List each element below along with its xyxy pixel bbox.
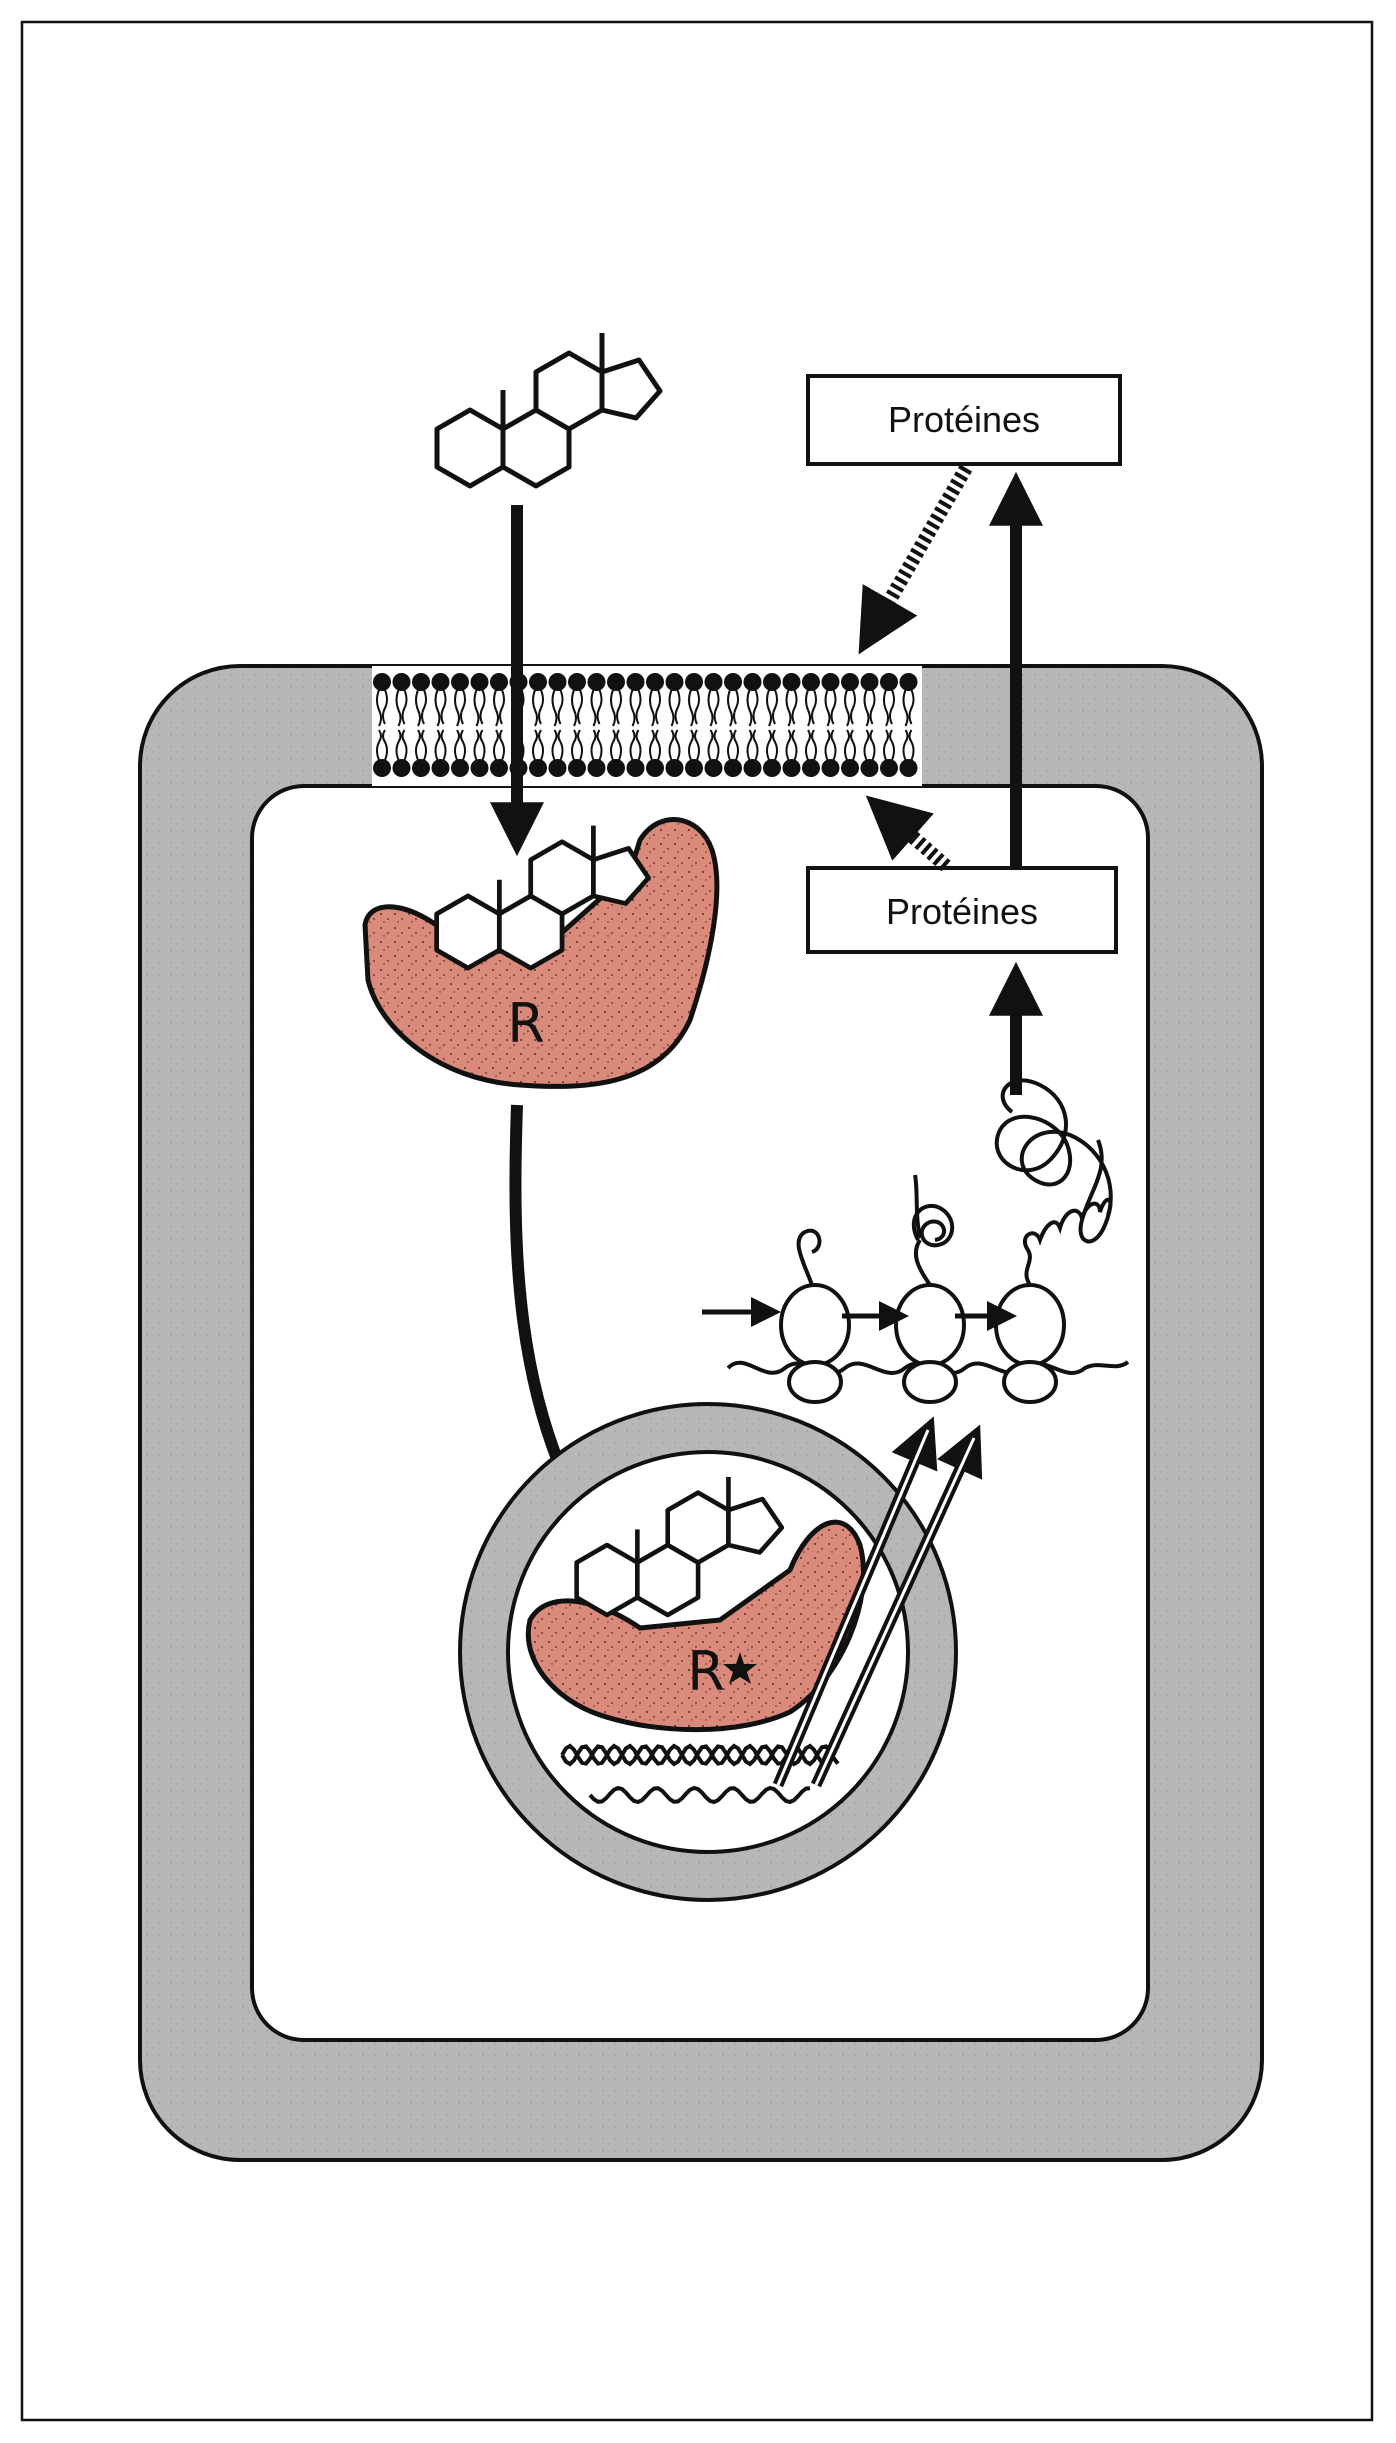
proteins-intracellular-label: Protéines — [886, 891, 1038, 932]
page-border — [20, 20, 1374, 2422]
star-icon — [723, 1652, 757, 1684]
ribosome-1 — [779, 1228, 851, 1404]
translation-arrows — [702, 1297, 1017, 1331]
ribosome-2 — [894, 1174, 966, 1404]
folded-protein — [994, 1078, 1113, 1244]
steroid-molecule-icon — [437, 333, 660, 486]
receptor-activated: R — [525, 1476, 866, 1733]
proteins-secreted-box: Protéines — [806, 374, 1122, 466]
lipid-bilayer — [372, 666, 922, 786]
dashed-arrow-intracellular-to-membrane — [865, 795, 951, 872]
receptor-label: R — [507, 992, 545, 1055]
proteins-intracellular-box: Protéines — [806, 866, 1118, 954]
proteins-secreted-label: Protéines — [888, 399, 1040, 440]
ribosomes — [779, 1174, 1113, 1404]
arrow-mrna-export — [772, 1416, 983, 1788]
receptor-cytoplasmic: R — [362, 817, 720, 1089]
receptor-active-label: R — [687, 1640, 725, 1703]
dashed-arrow-secreted-to-membrane — [858, 464, 973, 655]
